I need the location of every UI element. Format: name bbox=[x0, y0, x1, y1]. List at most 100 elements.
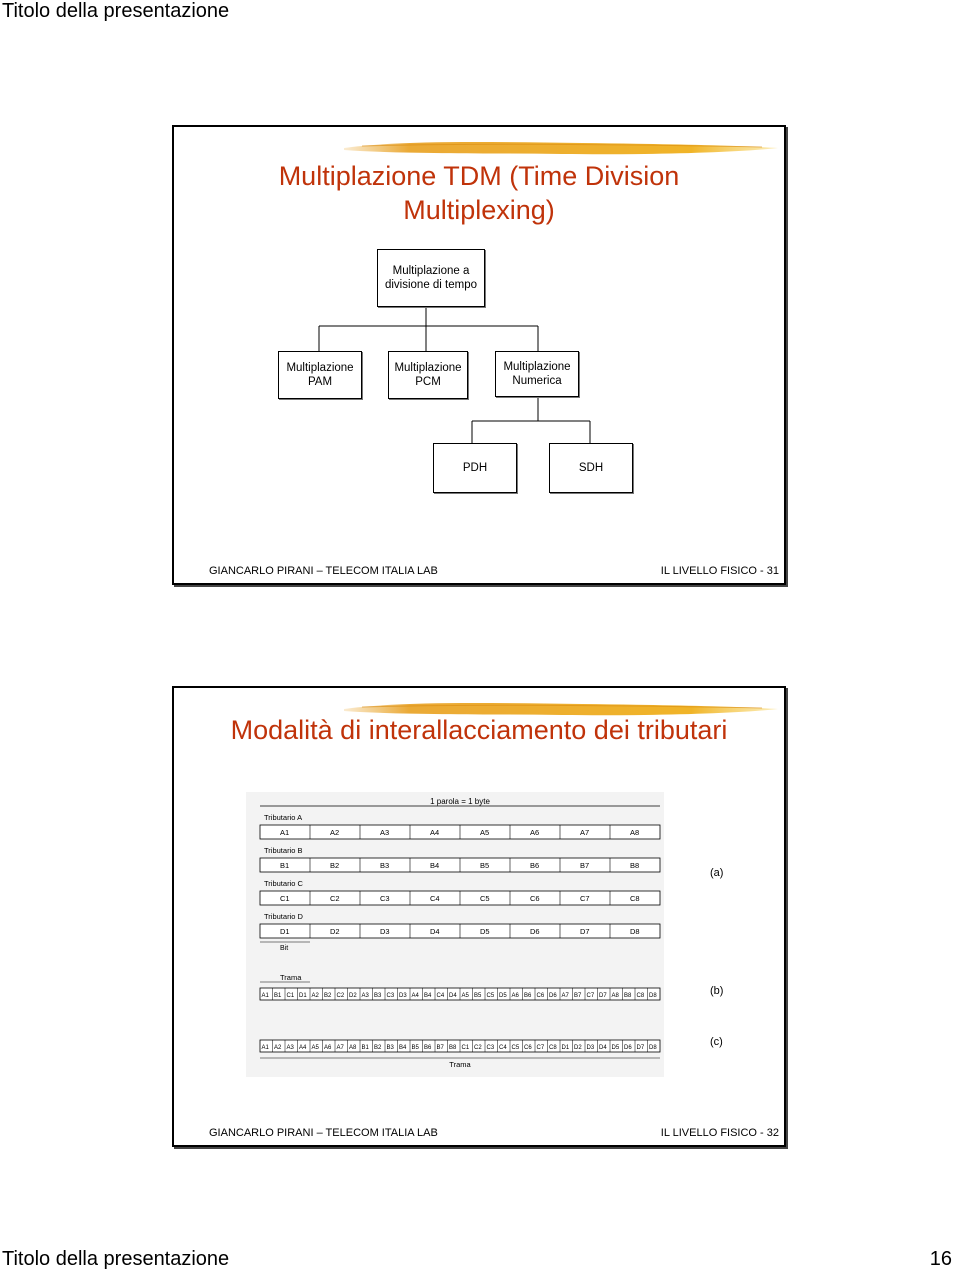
tributary-name-d: Tributario D bbox=[264, 912, 303, 921]
slot-a2: A2 bbox=[330, 828, 339, 837]
frame-b-slot-a3: A3 bbox=[362, 993, 370, 999]
page-header-title: Titolo della presentazione bbox=[2, 0, 230, 22]
frame-c-slot-a1: A1 bbox=[262, 1045, 270, 1051]
frame-b-slot-d2: D2 bbox=[349, 993, 357, 999]
frame-b-slot-a4: A4 bbox=[412, 993, 420, 999]
frame-c-slot-c5: C5 bbox=[512, 1045, 520, 1051]
frame-c-slot-d1: D1 bbox=[562, 1045, 570, 1051]
slot-c6: C6 bbox=[530, 894, 540, 903]
frame-b-slot-a1: A1 bbox=[262, 993, 270, 999]
frame-c-slot-d5: D5 bbox=[612, 1045, 620, 1051]
frame-b-slot-a6: A6 bbox=[512, 993, 520, 999]
slot-a6: A6 bbox=[530, 828, 539, 837]
frame-b-slot-b8: B8 bbox=[624, 993, 632, 999]
frame-b-slot-c6: C6 bbox=[537, 993, 545, 999]
slide-footer-page: IL LIVELLO FISICO - 32 bbox=[660, 1127, 779, 1139]
slot-c7: C7 bbox=[580, 894, 590, 903]
brush-stroke-decoration bbox=[344, 142, 778, 155]
frame-b-slot-b4: B4 bbox=[424, 993, 432, 999]
tributary-name-a: Tributario A bbox=[264, 813, 302, 822]
frame-c-slot-c2: C2 bbox=[474, 1045, 482, 1051]
tree-connectors bbox=[318, 307, 591, 443]
frame-c-slot-d8: D8 bbox=[649, 1045, 657, 1051]
slot-a8: A8 bbox=[630, 828, 639, 837]
frame-b-slot-d1: D1 bbox=[299, 993, 307, 999]
slot-d7: D7 bbox=[580, 927, 590, 936]
slot-b8: B8 bbox=[630, 861, 639, 870]
slot-d5: D5 bbox=[480, 927, 490, 936]
frame-c-slot-b8: B8 bbox=[449, 1045, 457, 1051]
frame-b-slot-d6: D6 bbox=[549, 993, 557, 999]
slot-c5: C5 bbox=[480, 894, 490, 903]
slot-d2: D2 bbox=[330, 927, 340, 936]
slide-32: Modalità di interallacciamento dei tribu… bbox=[172, 686, 786, 1147]
slot-a5: A5 bbox=[480, 828, 489, 837]
frame-b-slot-a2: A2 bbox=[312, 993, 320, 999]
slot-b7: B7 bbox=[580, 861, 589, 870]
frame-b-slot-a7: A7 bbox=[562, 993, 570, 999]
frame-c-slot-b1: B1 bbox=[362, 1045, 370, 1051]
frame-c-slot-b6: B6 bbox=[424, 1045, 432, 1051]
slide-title: Modalità di interallacciamento dei tribu… bbox=[230, 715, 728, 745]
slide-31: Multiplazione TDM (Time Division Multipl… bbox=[172, 125, 786, 585]
frame-c-slot-c8: C8 bbox=[549, 1045, 557, 1051]
label-c: (c) bbox=[710, 1036, 723, 1048]
slide-title: Multiplazione TDM (Time Division Multipl… bbox=[278, 161, 680, 225]
slot-c4: C4 bbox=[430, 894, 440, 903]
tree-node-sdh: SDH bbox=[549, 443, 633, 493]
frame-c-slot-a5: A5 bbox=[312, 1045, 320, 1051]
slot-d1: D1 bbox=[280, 927, 290, 936]
slot-b6: B6 bbox=[530, 861, 539, 870]
frame-b-slot-b7: B7 bbox=[574, 993, 582, 999]
slot-d8: D8 bbox=[630, 927, 640, 936]
frame-b-slot-b5: B5 bbox=[474, 993, 482, 999]
tree-node-pam: Multiplazione PAM bbox=[278, 351, 362, 399]
frame-b-slot-d8: D8 bbox=[649, 993, 657, 999]
frame-b-slot-c1: C1 bbox=[287, 993, 295, 999]
brush-stroke-decoration bbox=[344, 703, 778, 716]
frame-c-slot-a3: A3 bbox=[287, 1045, 295, 1051]
tributary-name-c: Tributario C bbox=[264, 879, 303, 888]
frame-b-slot-d3: D3 bbox=[399, 993, 407, 999]
frame-label-c: Trama bbox=[449, 1060, 471, 1069]
slot-b4: B4 bbox=[430, 861, 439, 870]
frame-b-slot-d5: D5 bbox=[499, 993, 507, 999]
slot-a7: A7 bbox=[580, 828, 589, 837]
label-a: (a) bbox=[710, 867, 724, 879]
slide-footer-author: GIANCARLO PIRANI – TELECOM ITALIA LAB bbox=[209, 1127, 438, 1139]
page-footer-title: Titolo della presentazione bbox=[2, 1248, 230, 1270]
slot-c8: C8 bbox=[630, 894, 640, 903]
frame-c-slot-d4: D4 bbox=[599, 1045, 607, 1051]
slot-b2: B2 bbox=[330, 861, 339, 870]
slot-c3: C3 bbox=[380, 894, 390, 903]
tributary-name-b: Tributario B bbox=[264, 846, 303, 855]
tree-node-pdh: PDH bbox=[433, 443, 517, 493]
slot-d4: D4 bbox=[430, 927, 440, 936]
slide-footer-author: GIANCARLO PIRANI – TELECOM ITALIA LAB bbox=[209, 565, 438, 577]
slot-b3: B3 bbox=[380, 861, 389, 870]
page-number: 16 bbox=[929, 1248, 952, 1270]
word-label: 1 parola = 1 byte bbox=[430, 797, 490, 806]
slot-c2: C2 bbox=[330, 894, 340, 903]
slot-b5: B5 bbox=[480, 861, 489, 870]
tree-node-pcm: Multiplazione PCM bbox=[388, 351, 468, 399]
slot-a1: A1 bbox=[280, 828, 289, 837]
frame-c-slot-b4: B4 bbox=[399, 1045, 407, 1051]
slot-a4: A4 bbox=[430, 828, 439, 837]
frame-b-slot-c2: C2 bbox=[337, 993, 345, 999]
frame-c-slot-b2: B2 bbox=[374, 1045, 382, 1051]
frame-c-slot-a4: A4 bbox=[299, 1045, 307, 1051]
frame-c-slot-d7: D7 bbox=[637, 1045, 645, 1051]
frame-c-slot-b5: B5 bbox=[412, 1045, 420, 1051]
slot-a3: A3 bbox=[380, 828, 389, 837]
slide-footer-page: IL LIVELLO FISICO - 31 bbox=[660, 565, 779, 577]
frame-c-slot-b7: B7 bbox=[437, 1045, 445, 1051]
tree-node-tdm: Multiplazione a divisione di tempo bbox=[377, 249, 485, 307]
frame-c-slot-a7: A7 bbox=[337, 1045, 345, 1051]
frame-b-slot-d7: D7 bbox=[599, 993, 607, 999]
frame-b-slot-c5: C5 bbox=[487, 993, 495, 999]
frame-b-slot-a8: A8 bbox=[612, 993, 620, 999]
slot-d6: D6 bbox=[530, 927, 540, 936]
frame-c-slot-a8: A8 bbox=[349, 1045, 357, 1051]
